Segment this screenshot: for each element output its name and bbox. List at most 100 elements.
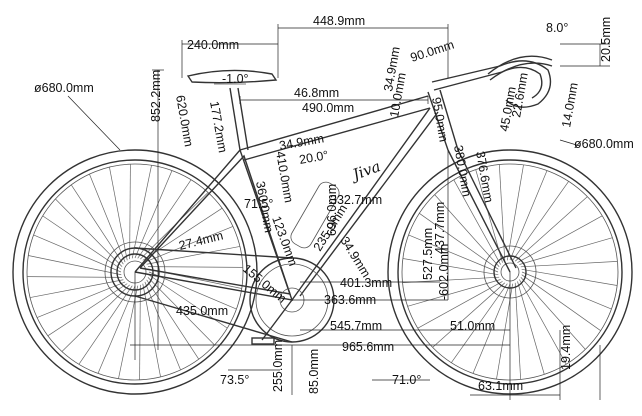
spoke <box>61 284 130 352</box>
spoke <box>78 285 133 365</box>
spoke <box>139 284 141 380</box>
spoke <box>148 271 237 310</box>
spoke <box>512 181 569 261</box>
spoke <box>109 167 128 261</box>
spoke <box>517 215 603 263</box>
spoke <box>417 281 503 329</box>
spoke <box>506 164 524 261</box>
dim-headtube-top: 90.0mm <box>409 38 456 65</box>
dim-fork-offset: 437.7mm <box>433 202 447 254</box>
spoke <box>451 283 508 363</box>
dim-trail: 63.1mm <box>478 379 523 393</box>
spoke <box>146 279 200 360</box>
spoke <box>147 266 243 268</box>
dim-bb-width: 363.6mm <box>324 293 376 307</box>
dim-wheelbase: 965.6mm <box>342 340 394 354</box>
spoke <box>147 277 215 346</box>
spoke <box>42 215 122 270</box>
spoke <box>519 237 613 265</box>
spoke <box>407 279 501 307</box>
saddle <box>186 69 278 85</box>
frame <box>134 87 517 301</box>
dim-seatpost-ext: 177.2mm <box>207 100 230 154</box>
dim-axle-crown: 376.6mm <box>473 150 496 204</box>
handlebar <box>431 55 553 108</box>
dim-top-tube: 490.0mm <box>302 101 354 115</box>
spoke <box>144 281 181 371</box>
dim-drop: 20.5mm <box>599 17 613 62</box>
dim-seat-stay-dia: 27.4mm <box>177 228 224 253</box>
spoke <box>47 283 128 337</box>
dim-wheel-left: ø680.0mm <box>34 81 94 95</box>
dim-seat-tube-length: 620.0mm <box>173 94 196 148</box>
spoke <box>514 196 588 262</box>
spoke <box>408 234 499 273</box>
dimension-lines <box>67 24 610 400</box>
dim-saddle-height: 852.2mm <box>149 70 163 122</box>
dimension-labels: 448.9mm 240.0mm 8.0° 20.5mm 34.9mm 90.0m… <box>34 14 634 394</box>
spoke <box>402 258 499 276</box>
dim-bar-rise: 14.0mm <box>559 82 581 129</box>
spoke <box>520 260 618 268</box>
dim-top-tube-slope: 20.0° <box>298 148 329 167</box>
dim-saddle-setback: 240.0mm <box>187 38 239 52</box>
spoke <box>498 164 506 262</box>
spoke <box>70 184 124 265</box>
dim-down-tube-dia: 34.9mm <box>337 234 373 280</box>
spoke <box>432 282 506 348</box>
spoke <box>137 179 192 259</box>
dim-front-center: -602.0mm <box>437 244 451 300</box>
spoke <box>517 281 545 375</box>
spoke <box>129 164 131 260</box>
rear-wheel <box>12 149 258 395</box>
spoke <box>514 282 522 380</box>
spoke <box>521 274 601 331</box>
spoke <box>146 246 240 265</box>
dim-bb-height: 85.0mm <box>307 349 321 394</box>
spoke <box>453 179 501 265</box>
spoke <box>521 268 618 286</box>
dim-stem-angle: 8.0° <box>546 21 568 35</box>
spoke <box>27 276 123 278</box>
spoke <box>28 255 122 276</box>
dim-reach-cluster: 332.7mm <box>330 193 382 207</box>
dim-front-center-h: 545.7mm <box>330 319 382 333</box>
spoke <box>519 279 567 365</box>
dim-axle-drop: 19.4mm <box>559 325 573 370</box>
spoke <box>55 198 123 267</box>
spoke <box>419 213 499 270</box>
dim-stack: 527.5mm <box>421 228 435 280</box>
spoke <box>36 281 126 318</box>
dim-down-tube-len: 696.0mm <box>325 184 339 236</box>
spoke <box>434 194 500 268</box>
bottle-cage <box>290 181 340 249</box>
spoke <box>509 170 548 261</box>
spoke <box>89 173 126 263</box>
spoke <box>33 234 122 273</box>
dim-bottle-offset: 123.0mm <box>269 214 300 268</box>
spoke <box>144 226 234 263</box>
dim-fork-offset-bottom: 51.0mm <box>450 319 495 333</box>
dim-wheel-right: ø680.0mm <box>574 137 634 151</box>
dim-head-angle: 71.0° <box>392 373 421 387</box>
spoke <box>472 283 511 374</box>
dim-bb-drop: 255.0mm <box>271 340 285 392</box>
dim-seat-tube-ctt: 410.0mm <box>273 150 296 204</box>
spoke <box>521 271 612 310</box>
spoke <box>97 285 136 374</box>
spoke <box>134 170 173 259</box>
spoke <box>118 285 139 379</box>
dim-chainstay-angle: 73.5° <box>220 373 249 387</box>
dim-stack-top: 448.9mm <box>313 14 365 28</box>
dim-seatpost-offset: 46.8mm <box>294 86 339 100</box>
dim-fork-length: 380.0mm <box>451 144 474 198</box>
spoke <box>131 165 152 259</box>
spoke <box>30 279 124 298</box>
spoke <box>520 276 586 350</box>
dim-seat-angle: 71.5° <box>244 197 273 211</box>
dim-bb-reach: 401.3mm <box>340 276 392 290</box>
dim-seat-tilt: -1.0° <box>222 72 249 86</box>
dim-chainstay: 435.0mm <box>176 304 228 318</box>
